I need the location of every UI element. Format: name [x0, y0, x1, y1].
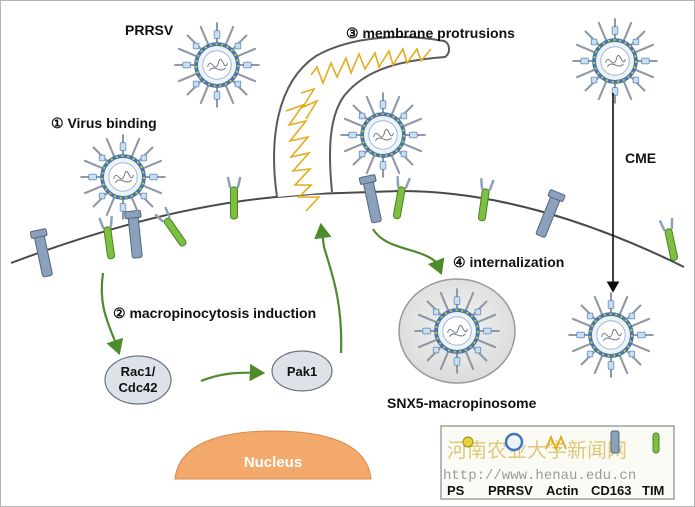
step2-label: ② macropinocytosis induction	[113, 305, 316, 321]
step4-label: ④ internalization	[453, 254, 564, 270]
membrane-protrusion	[273, 36, 450, 198]
cd163-receptor	[358, 173, 386, 225]
arrow-binding-to-rac1	[100, 272, 124, 356]
rac1-cdc42-node	[104, 355, 172, 405]
legend-label-cd163: CD163	[591, 483, 631, 498]
cd163-receptor	[532, 188, 566, 240]
prrsv-label: PRRSV	[125, 22, 174, 38]
snx5-label: SNX5-macropinosome	[387, 395, 537, 411]
cme-label: CME	[625, 150, 656, 166]
prrsv-virion	[173, 21, 261, 109]
tim-receptor	[389, 175, 411, 221]
nucleus-label: Nucleus	[244, 454, 302, 471]
arrow-pak1-to-protrusion	[314, 222, 343, 354]
tim-receptor	[226, 176, 242, 221]
step1-label: ① Virus binding	[51, 115, 157, 131]
pak1-label: Pak1	[287, 364, 317, 379]
legend-ps-icon	[462, 436, 474, 448]
legend-actin-icon	[545, 434, 567, 452]
prrsv-virion	[571, 17, 659, 105]
legend-label-tim: TIM	[642, 483, 664, 498]
step3-label: ③ membrane protrusions	[346, 25, 515, 41]
prrsv-virion	[79, 133, 167, 221]
actin-filaments	[300, 87, 319, 120]
legend-prrsv-icon	[504, 432, 524, 452]
rac1-label: Rac1/	[121, 364, 156, 379]
watermark-url: http://www.henau.edu.cn	[443, 468, 636, 484]
legend-label-actin: Actin	[546, 483, 579, 498]
pak1-node	[271, 350, 333, 392]
cd163-receptor	[124, 209, 146, 260]
prrsv-virion	[339, 91, 427, 179]
nucleus	[174, 430, 372, 480]
watermark-cn: 河南农业大学新闻网	[447, 439, 627, 462]
arrow-internalization	[372, 228, 445, 276]
tim-receptor	[659, 217, 682, 263]
cd163-receptor	[29, 227, 57, 279]
legend-tim-icon	[652, 432, 660, 454]
actin-filaments	[310, 47, 432, 86]
actin-filaments	[285, 103, 321, 212]
cdc42-label: Cdc42	[118, 380, 157, 395]
prrsv-virion	[413, 287, 501, 375]
legend-label-prrsv: PRRSV	[488, 483, 533, 498]
prrsv-virion	[567, 291, 655, 379]
legend-cd163-icon	[610, 430, 620, 454]
legend-box	[440, 425, 675, 500]
arrow-rac1-to-pak1	[200, 363, 266, 383]
tim-receptor	[98, 216, 119, 261]
legend-label-ps: PS	[447, 483, 465, 498]
